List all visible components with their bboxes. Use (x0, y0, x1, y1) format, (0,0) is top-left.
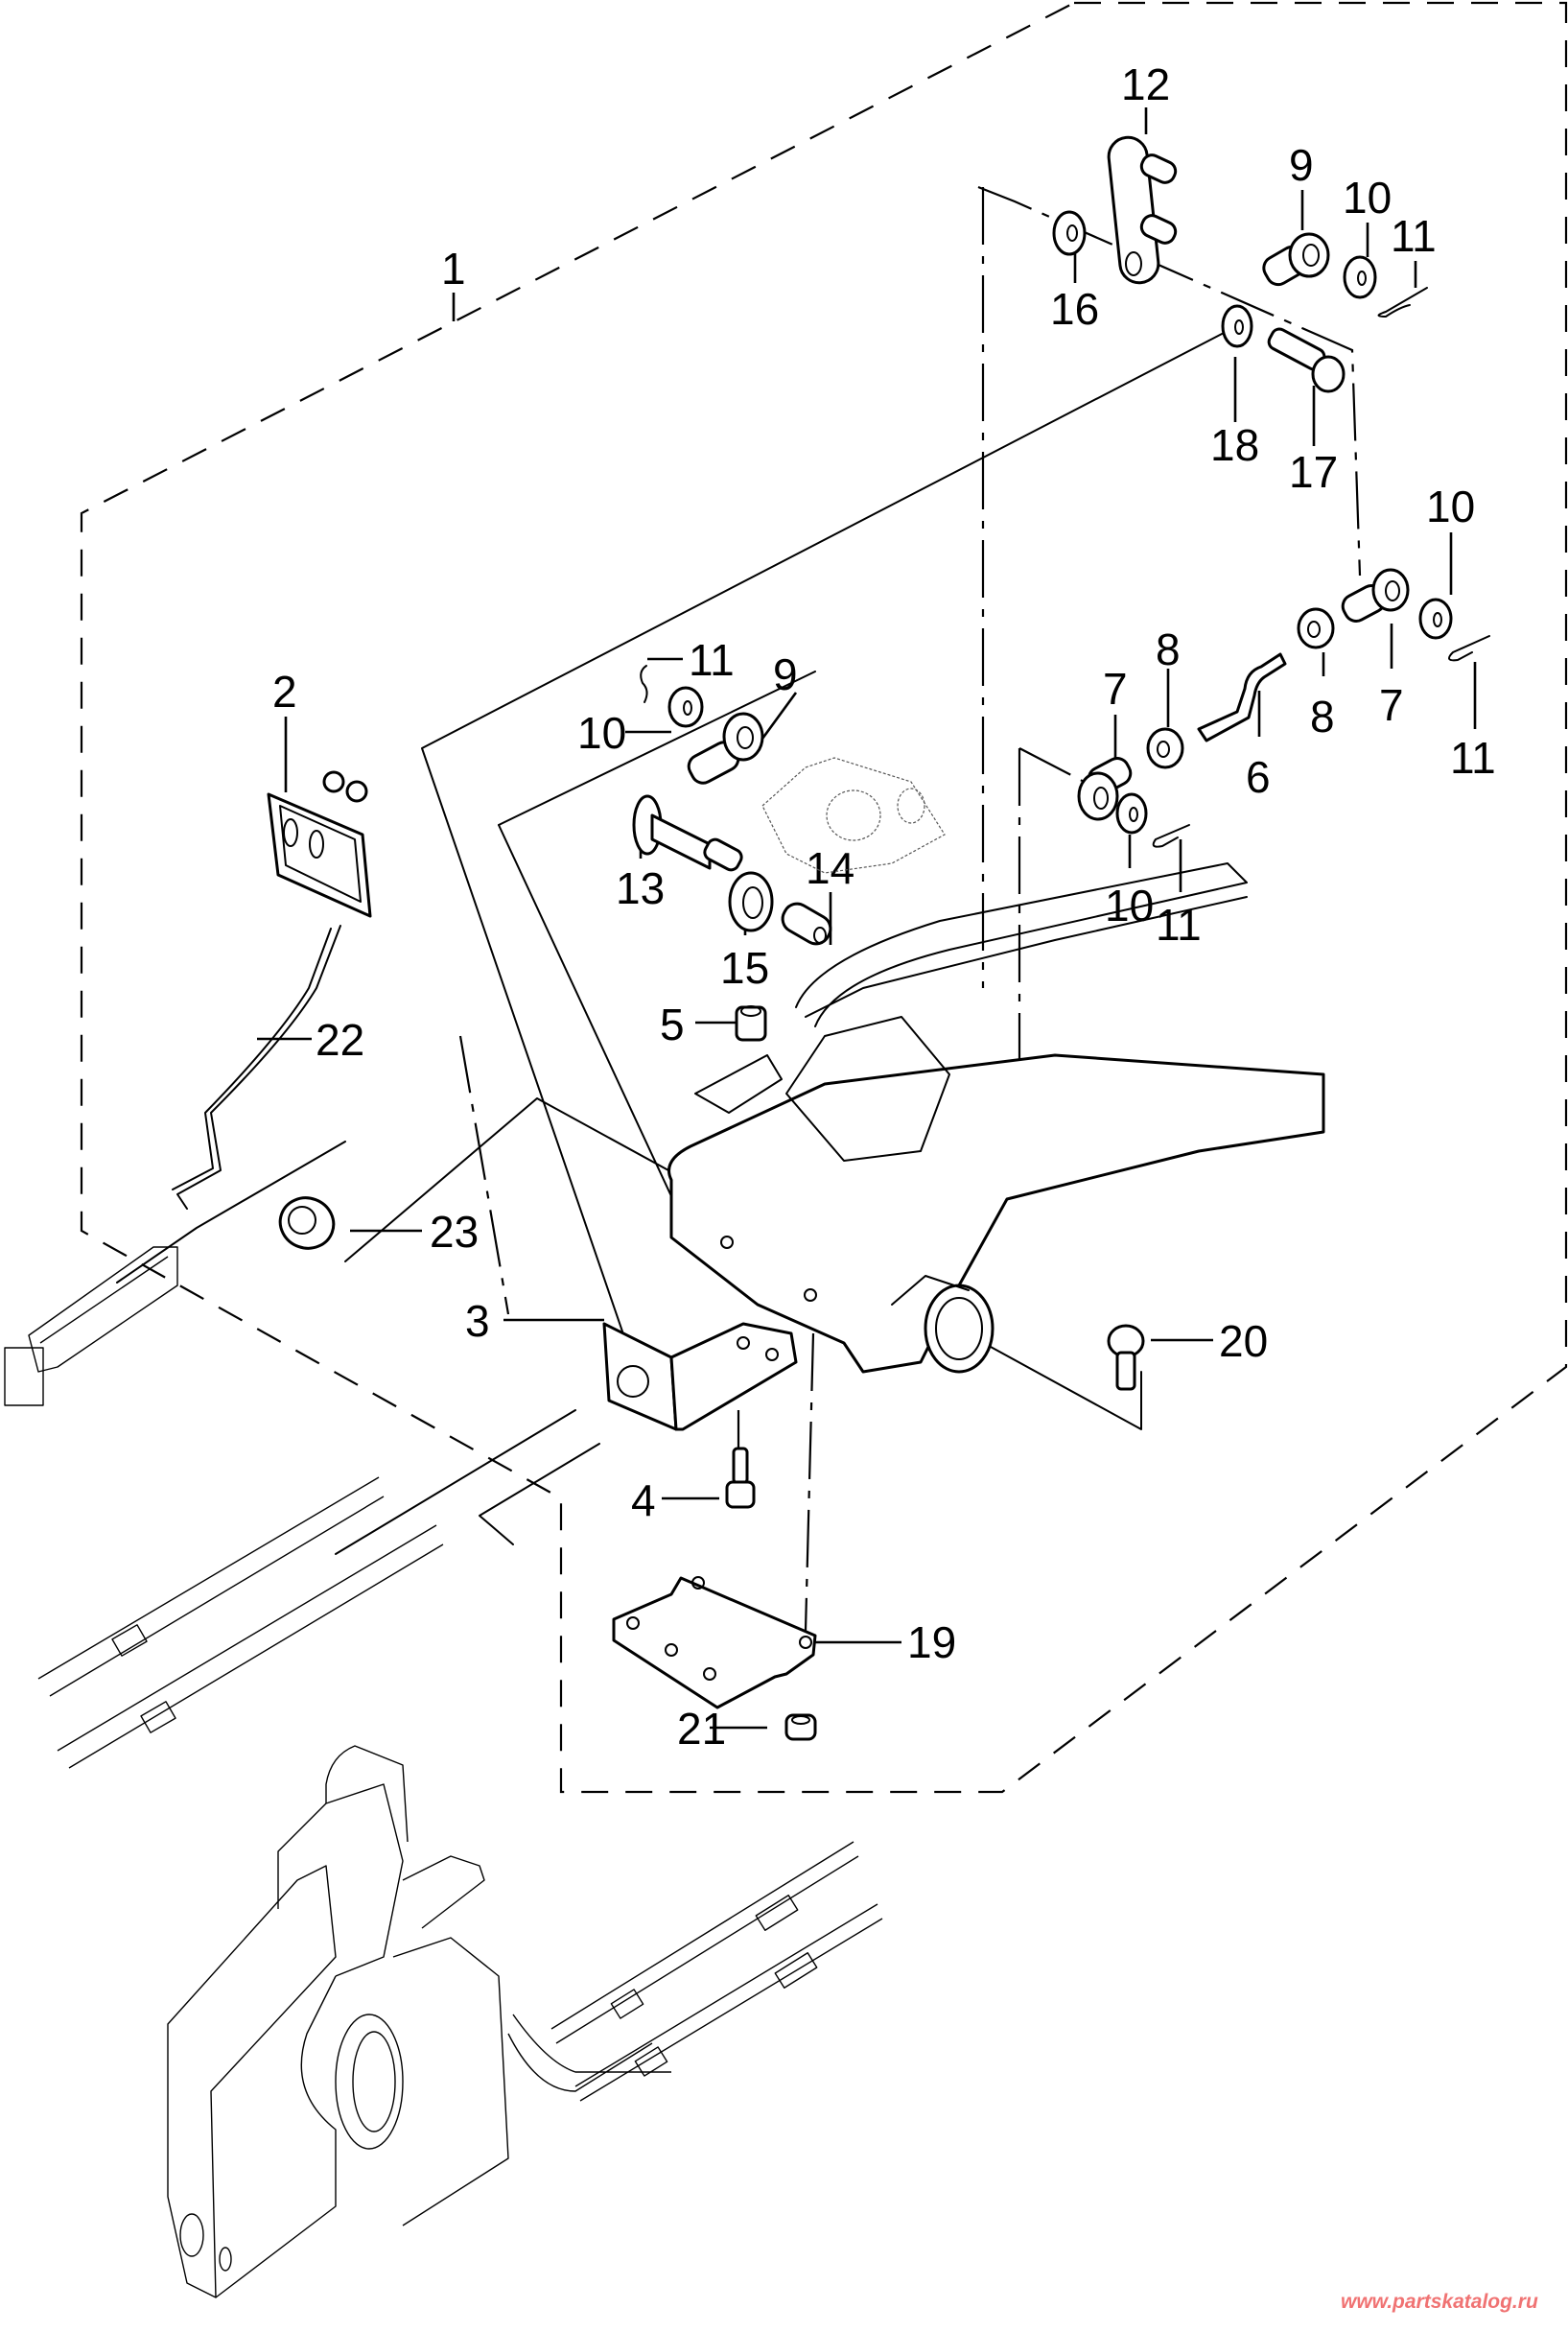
part-7-joint-right (1341, 568, 1410, 623)
callout-11-top: 11 (1391, 211, 1437, 261)
part-4-bolt (725, 1447, 756, 1509)
callout-9-top: 9 (1289, 140, 1314, 190)
callout-1: 1 (441, 244, 466, 294)
part-10-washer-top (1343, 255, 1377, 299)
callout-5: 5 (660, 1000, 685, 1049)
swivel-bracket-housing (667, 862, 1325, 1374)
reference-part-ghost (761, 757, 946, 874)
part-15-bushing (728, 871, 774, 932)
callout-7-left: 7 (1103, 664, 1128, 714)
kit-boundary-dashed (80, 1, 1568, 1794)
part-13-shoulder-bolt (632, 794, 743, 872)
callout-11-right: 11 (1450, 733, 1496, 783)
part-8-nut-right (1297, 607, 1335, 649)
callout-10-left: 10 (577, 708, 626, 758)
part-7-joint-left (1077, 757, 1133, 821)
callout-4: 4 (631, 1475, 656, 1525)
part-10-washer-right (1418, 598, 1453, 640)
callout-2: 2 (272, 667, 297, 717)
part-3-bracket (602, 1322, 798, 1431)
callout-17: 17 (1289, 447, 1338, 497)
part-5-collar-nut (735, 1005, 767, 1042)
part-6-rod (1197, 652, 1287, 742)
callout-10-top: 10 (1343, 173, 1392, 223)
callout-15: 15 (720, 943, 769, 993)
callout-12: 12 (1121, 59, 1170, 109)
part-10-washer-lower (1115, 792, 1148, 835)
callout-labels: 1 2 3 4 5 6 7 7 8 8 9 9 10 10 10 10 11 1… (272, 59, 1496, 1754)
callout-8-left: 8 (1156, 624, 1181, 674)
part-9-joint-mid (687, 712, 764, 785)
callout-18: 18 (1210, 420, 1259, 470)
part-10-washer-left (667, 686, 704, 728)
callout-22: 22 (316, 1015, 364, 1065)
callout-11-left: 11 (689, 635, 735, 685)
part-20-bolt (1107, 1324, 1145, 1391)
part-23-grommet (278, 1196, 336, 1250)
part-11-clip-left (640, 665, 648, 703)
remote-cables-bottom (550, 1841, 883, 2102)
callout-16: 16 (1050, 284, 1099, 334)
remote-cables-left (37, 1476, 444, 1769)
callout-20: 20 (1219, 1316, 1268, 1366)
part-12-link-plate (1107, 135, 1178, 285)
part-17-bolt (1267, 327, 1346, 393)
part-11-clip-top (1377, 287, 1428, 318)
callout-19: 19 (907, 1617, 956, 1667)
callout-14: 14 (806, 843, 854, 893)
part-11-clip-lower (1152, 824, 1190, 848)
part-21-nut (784, 1713, 817, 1741)
part-19-plate (612, 1576, 817, 1709)
callout-3: 3 (465, 1296, 490, 1346)
callout-10-right: 10 (1426, 482, 1475, 531)
callout-9-mid: 9 (773, 649, 798, 699)
leader-lines (257, 107, 1477, 1730)
part-16-washer (1052, 210, 1087, 256)
part-11-clip-right (1448, 635, 1490, 662)
cable-end-fitting (4, 1246, 178, 1406)
part-18-washer (1221, 304, 1253, 348)
remote-control-box (167, 1745, 671, 2298)
callout-11-lower: 11 (1156, 900, 1202, 950)
part-14-collar (781, 902, 832, 946)
callout-6: 6 (1246, 752, 1271, 802)
callout-7-right: 7 (1379, 680, 1404, 730)
callout-13: 13 (616, 863, 665, 913)
callout-8-right: 8 (1310, 692, 1335, 742)
part-22-bent-wire (172, 925, 341, 1210)
part-9-joint-top (1262, 232, 1330, 287)
part-2-grommet-plate (267, 770, 372, 918)
callout-23: 23 (430, 1207, 479, 1257)
watermark-url: www.partskatalog.ru (1341, 2291, 1538, 2313)
part-8-nut-left (1146, 727, 1184, 769)
